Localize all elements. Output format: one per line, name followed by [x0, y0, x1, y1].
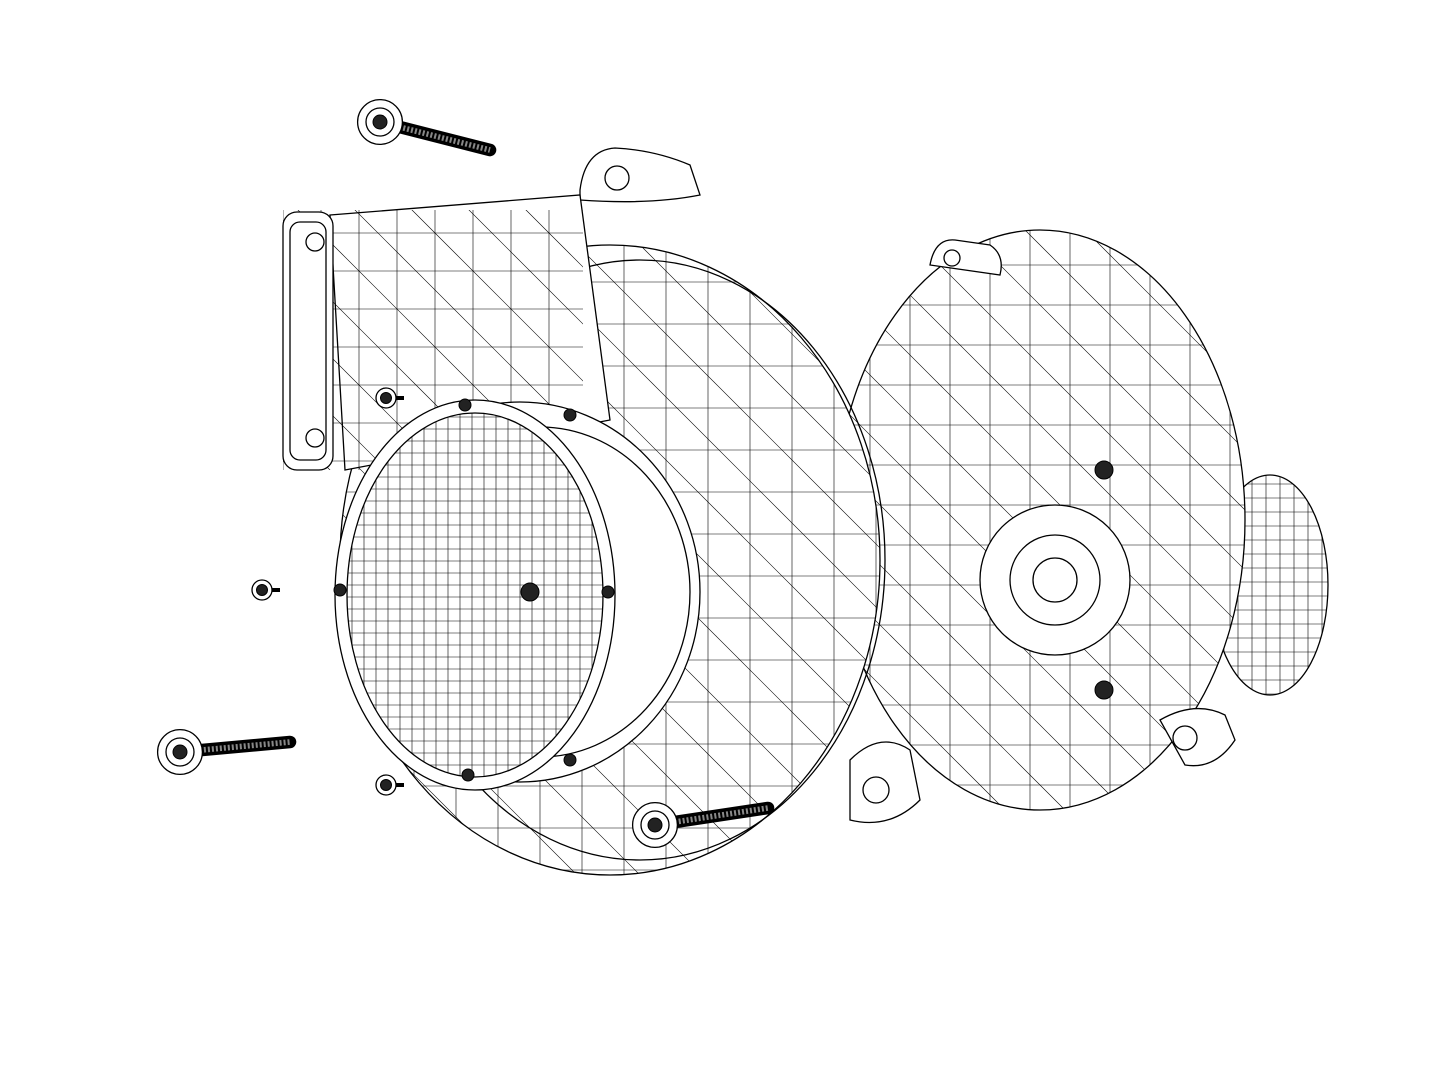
grille-rim-screw [601, 585, 615, 599]
bolt [631, 801, 775, 849]
nut [375, 774, 404, 796]
hub [979, 504, 1131, 656]
hub-screw [1094, 460, 1114, 480]
grille-center-screw [520, 582, 540, 602]
bolt [356, 98, 497, 157]
grille-rim-screw [333, 583, 347, 597]
motor-mount-lug-top [929, 239, 1002, 276]
flange-hole [305, 232, 325, 252]
grille-rim-screw [563, 753, 577, 767]
nut [251, 579, 280, 601]
grille-rim-screw [458, 398, 472, 412]
grille-rim-screw [563, 408, 577, 422]
nut [375, 387, 404, 409]
flange-hole [305, 428, 325, 448]
fasteners [156, 98, 775, 849]
volute-mount-lug [579, 147, 701, 203]
inlet-grille [334, 399, 701, 791]
motor-housing [834, 229, 1246, 811]
grille-rim-screw [461, 768, 475, 782]
bolt [156, 728, 297, 776]
hub-screw [1094, 680, 1114, 700]
volute-mount-lug-bottom [849, 741, 921, 824]
